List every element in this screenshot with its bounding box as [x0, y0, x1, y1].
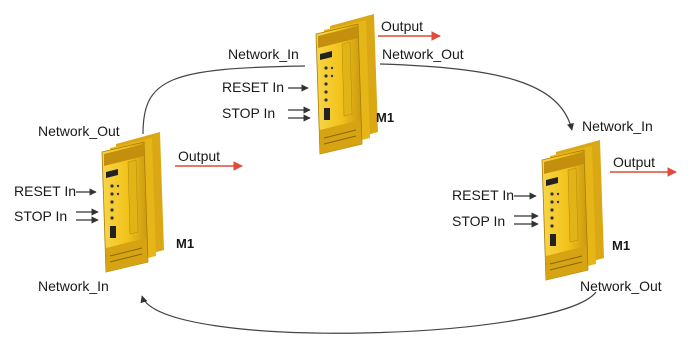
top-module-name: M1: [376, 110, 394, 125]
top-reset-in-label: RESET In: [222, 79, 284, 95]
right-stop-in-label: STOP In: [452, 213, 505, 229]
left-network-out-label: Network_Out: [38, 123, 120, 139]
top-network-out-label: Network_Out: [382, 46, 464, 62]
left-reset-in-label: RESET In: [14, 183, 76, 199]
top-output-label: Output: [381, 18, 423, 34]
top-stop-in-label: STOP In: [222, 105, 275, 121]
module-left: Output Network_Out RESET In STOP In M1 N…: [14, 123, 243, 294]
left-stop-in-label: STOP In: [14, 208, 67, 224]
right-output-label: Output: [613, 154, 655, 170]
right-reset-in-label: RESET In: [452, 187, 514, 203]
top-network-in-label: Network_In: [228, 46, 299, 62]
left-output-label: Output: [178, 148, 220, 164]
module-top: Output Network_In Network_Out RESET In S…: [222, 13, 464, 155]
connection-top-to-right: [379, 63, 574, 131]
module-right: Output Network_In RESET In STOP In M1 Ne…: [452, 118, 677, 294]
connection-left-to-top: [142, 65, 306, 135]
right-module-name: M1: [612, 238, 630, 253]
connection-right-to-left: [140, 291, 597, 334]
right-network-out-label: Network_Out: [580, 278, 662, 294]
left-network-in-label: Network_In: [38, 278, 109, 294]
left-module-name: M1: [176, 236, 194, 251]
right-network-in-label: Network_In: [582, 118, 653, 134]
